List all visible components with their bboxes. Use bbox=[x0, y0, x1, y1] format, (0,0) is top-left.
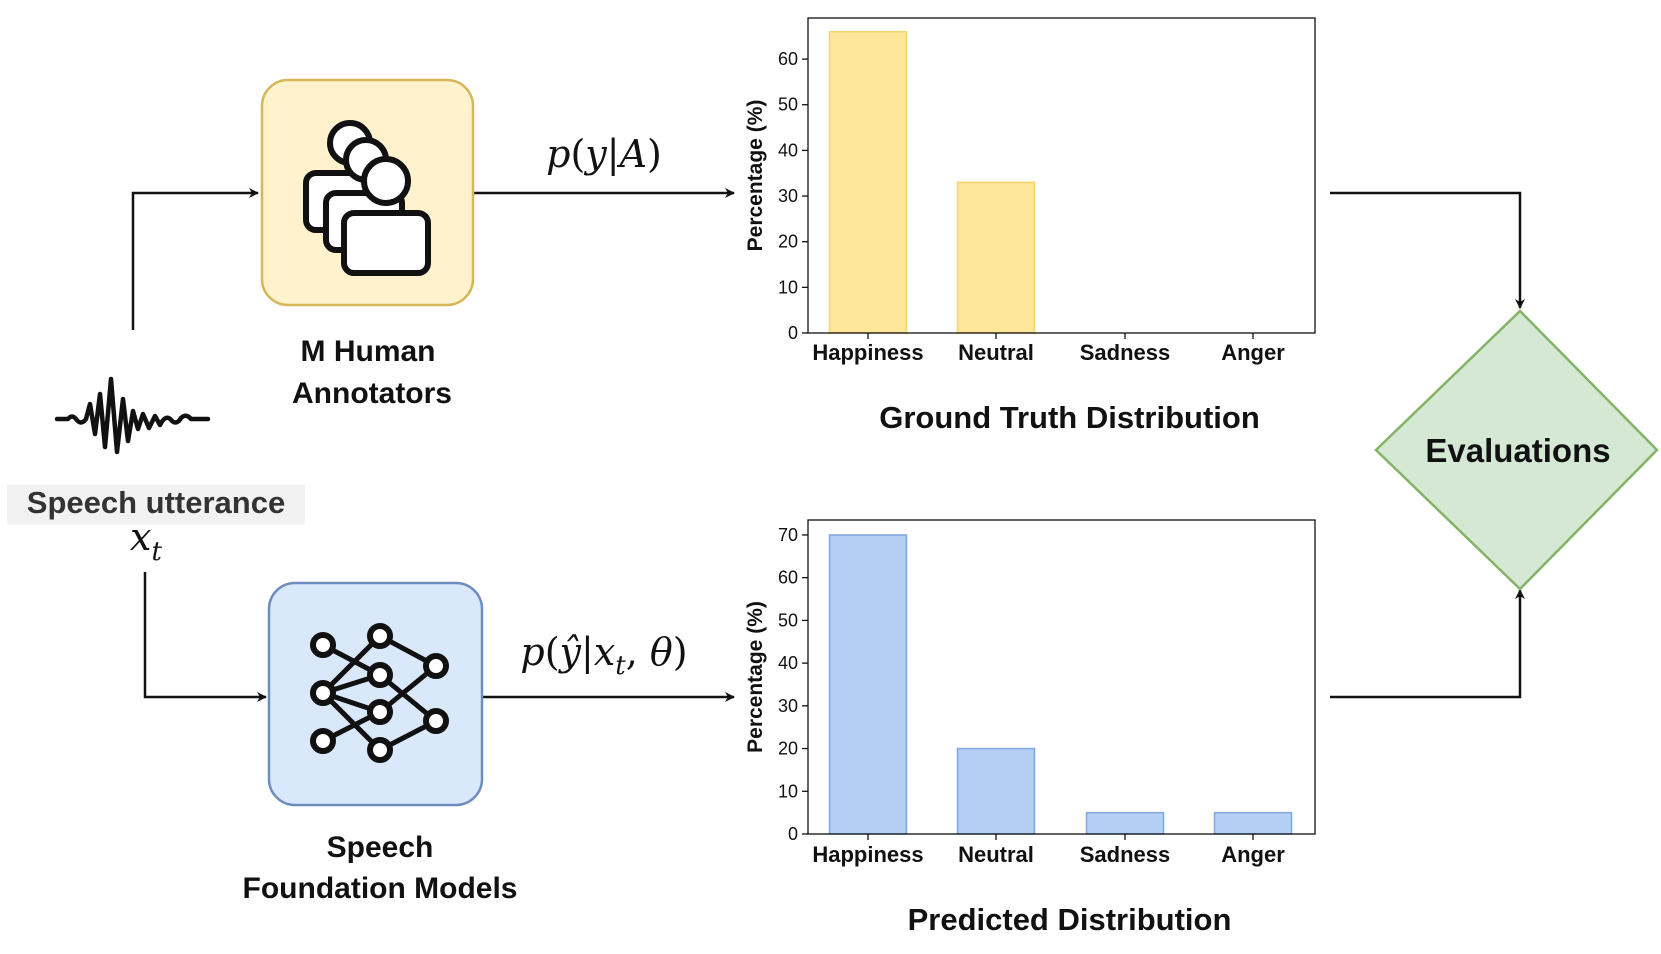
y-tick-label: 0 bbox=[788, 323, 798, 343]
arrow-predicted-to-evaluations bbox=[1330, 589, 1525, 699]
x-tick-label: Neutral bbox=[958, 842, 1034, 867]
y-axis-label: Percentage (%) bbox=[744, 100, 767, 252]
speech-utterance-symbol: xt bbox=[130, 515, 162, 567]
arrow-speech-to-annotators bbox=[131, 188, 259, 330]
y-tick-label: 60 bbox=[778, 49, 798, 69]
y-tick-label: 10 bbox=[778, 781, 798, 801]
x-tick-label: Happiness bbox=[812, 842, 923, 867]
x-tick-label: Anger bbox=[1221, 340, 1285, 365]
y-tick-label: 0 bbox=[788, 824, 798, 844]
y-tick-label: 50 bbox=[778, 610, 798, 630]
arrow-speech-to-models bbox=[143, 572, 267, 702]
bar-anger bbox=[1213, 811, 1293, 835]
y-tick-label: 70 bbox=[778, 525, 798, 545]
annotator-distribution-expression: p(y|A) bbox=[546, 132, 662, 176]
models-label-line1: Speech bbox=[327, 831, 434, 864]
y-tick-label: 60 bbox=[778, 568, 798, 588]
plot-frame bbox=[807, 17, 1316, 334]
arrow-groundtruth-to-evaluations bbox=[1330, 191, 1525, 309]
bar-happiness bbox=[828, 534, 908, 835]
bar-neutral bbox=[956, 181, 1036, 334]
annotators-label-line2: Annotators bbox=[292, 377, 452, 410]
x-tick-label: Happiness bbox=[812, 340, 923, 365]
plot-frame bbox=[807, 519, 1316, 835]
y-tick-label: 10 bbox=[778, 277, 798, 297]
y-tick-label: 20 bbox=[778, 739, 798, 759]
waveform-icon bbox=[54, 376, 211, 455]
evaluations-label: Evaluations bbox=[1425, 432, 1610, 469]
y-tick-label: 20 bbox=[778, 232, 798, 252]
foundation-models-node bbox=[267, 581, 484, 807]
chart-title: Ground Truth Distribution bbox=[879, 400, 1260, 435]
annotators-label-line1: M Human bbox=[301, 335, 436, 368]
models-label-line2: Foundation Models bbox=[243, 872, 518, 905]
y-axis-label: Percentage (%) bbox=[744, 601, 767, 753]
x-tick-label: Sadness bbox=[1080, 340, 1171, 365]
x-tick-label: Anger bbox=[1221, 842, 1285, 867]
y-tick-label: 40 bbox=[778, 653, 798, 673]
bar-sadness bbox=[1085, 811, 1165, 835]
y-tick-label: 30 bbox=[778, 696, 798, 716]
x-tick-label: Sadness bbox=[1080, 842, 1171, 867]
evaluations-node bbox=[1374, 309, 1659, 591]
bar-happiness bbox=[828, 30, 908, 334]
y-tick-label: 30 bbox=[778, 186, 798, 206]
chart-title: Predicted Distribution bbox=[908, 902, 1232, 937]
neural-network-icon bbox=[310, 623, 449, 763]
y-tick-label: 40 bbox=[778, 140, 798, 160]
y-tick-label: 50 bbox=[778, 95, 798, 115]
bar-neutral bbox=[956, 747, 1036, 835]
people-group-icon bbox=[303, 120, 431, 276]
model-distribution-expression: p(ŷ|xt, θ) bbox=[520, 630, 687, 681]
speech-utterance-label-bg bbox=[7, 485, 305, 525]
x-tick-label: Neutral bbox=[958, 340, 1034, 365]
speech-utterance-label: Speech utterance bbox=[27, 485, 285, 520]
